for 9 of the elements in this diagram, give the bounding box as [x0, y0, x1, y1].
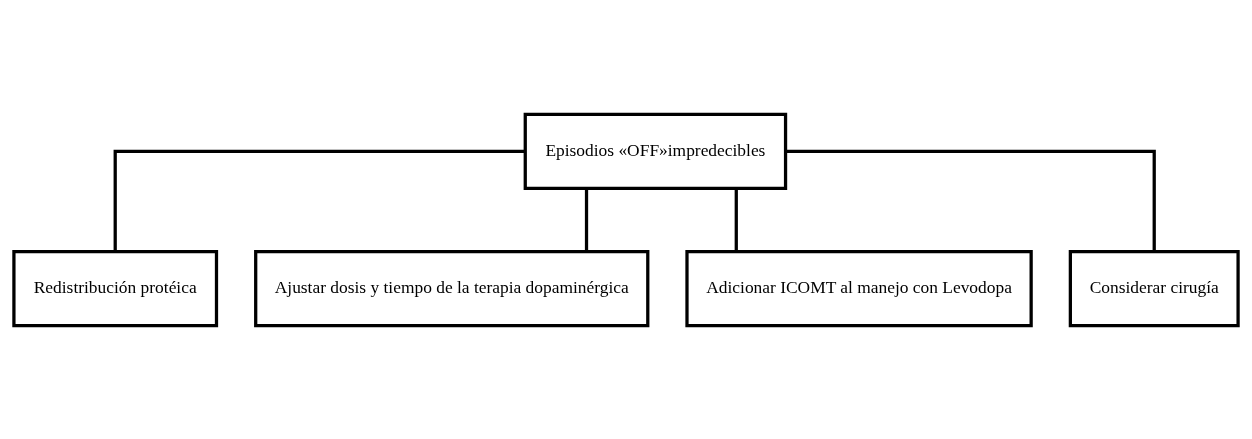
node-box: Adicionar ICOMT al manejo con Levodopa — [685, 249, 1033, 327]
node-box: Ajustar dosis y tiempo de la terapia dopaminérgica — [254, 249, 650, 327]
connector — [584, 188, 589, 251]
node-box: Redistribución protéica — [12, 249, 219, 327]
connector — [734, 188, 738, 251]
connector — [785, 149, 1156, 251]
node-box: Episodios «OFF»impredecibles — [523, 112, 788, 190]
connector — [113, 149, 525, 251]
node-box: Considerar cirugía — [1068, 249, 1240, 327]
